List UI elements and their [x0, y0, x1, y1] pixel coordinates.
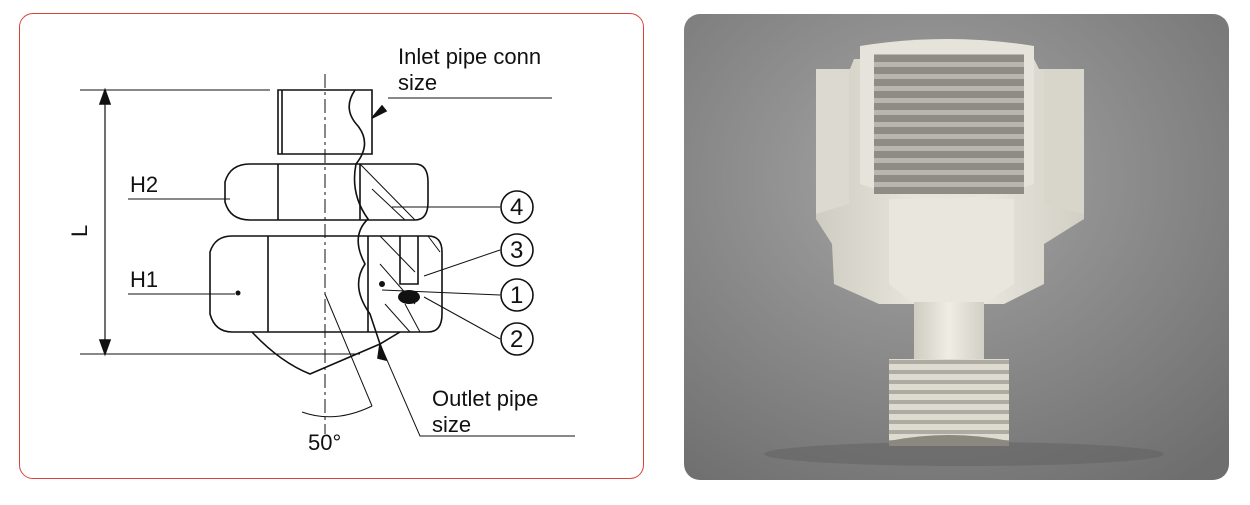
o-ring-shape — [398, 290, 420, 304]
dimension-H1-label: H1 — [130, 267, 158, 292]
dimension-L-label: L — [67, 225, 92, 237]
inlet-label-line1: Inlet pipe conn — [398, 44, 541, 69]
nozzle-cutaway-render — [684, 14, 1229, 480]
drawing-panel: Inlet pipe conn size Outlet pipe size L … — [19, 13, 644, 479]
callout-1: 1 — [510, 282, 523, 309]
angle-label: 50° — [308, 430, 341, 455]
nozzle-section-drawing: Inlet pipe conn size Outlet pipe size L … — [67, 44, 575, 455]
nozzle-render-image — [684, 14, 1229, 480]
outlet-label-line2: size — [432, 412, 471, 437]
callout-3: 3 — [510, 237, 523, 264]
dimension-H2-label: H2 — [130, 172, 158, 197]
outlet-label-line1: Outlet pipe — [432, 386, 538, 411]
inlet-label-line2: size — [398, 70, 437, 95]
callout-2: 2 — [510, 326, 523, 353]
callout-4: 4 — [510, 194, 523, 221]
